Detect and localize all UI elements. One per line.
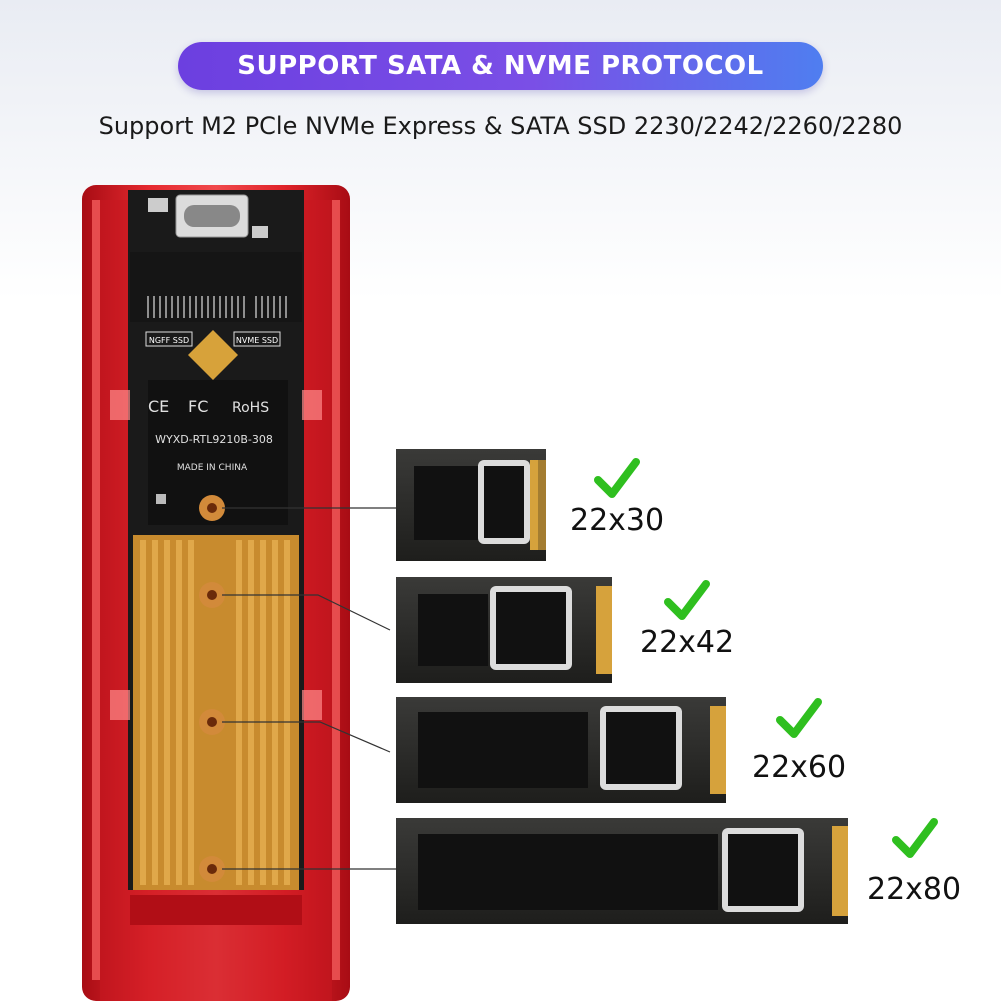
gold-pad [188, 330, 238, 380]
banner: SUPPORT SATA & NVME PROTOCOL [178, 42, 823, 90]
check-icon [664, 580, 710, 620]
check-icon [776, 698, 822, 738]
check-icon [594, 458, 640, 498]
size-label-2230: 22x30 [570, 503, 665, 538]
ssd-card-2230 [396, 449, 546, 561]
size-label-2260: 22x60 [752, 750, 847, 785]
cert-fc: FC [188, 397, 208, 416]
made-in: MADE IN CHINA [177, 463, 248, 473]
size-label-2242: 22x42 [640, 625, 735, 660]
banner-text: SUPPORT SATA & NVME PROTOCOL [237, 51, 764, 81]
check-icon [892, 818, 938, 858]
usb-c-port-icon [175, 194, 249, 238]
cert-ce: CE [148, 397, 169, 416]
ssd-enclosure: NGFF SSD NVME SSD CE FC RoHS WYXD-RTL921… [82, 185, 350, 1001]
ssd-card-2280 [396, 818, 848, 924]
subtitle: Support M2 PCle NVMe Express & SATA SSD … [98, 112, 903, 140]
cert-rohs: RoHS [232, 400, 269, 416]
pcb-label-ngff: NGFF SSD [149, 336, 189, 345]
pcb-label-nvme: NVME SSD [236, 336, 278, 345]
model-number: WYXD-RTL9210B-308 [155, 433, 273, 446]
screw-hole-icon [199, 495, 225, 882]
ssd-card-2242 [396, 577, 612, 683]
size-label-2280: 22x80 [867, 872, 962, 907]
leader-lines [222, 507, 396, 870]
ssd-card-2260 [396, 697, 726, 803]
